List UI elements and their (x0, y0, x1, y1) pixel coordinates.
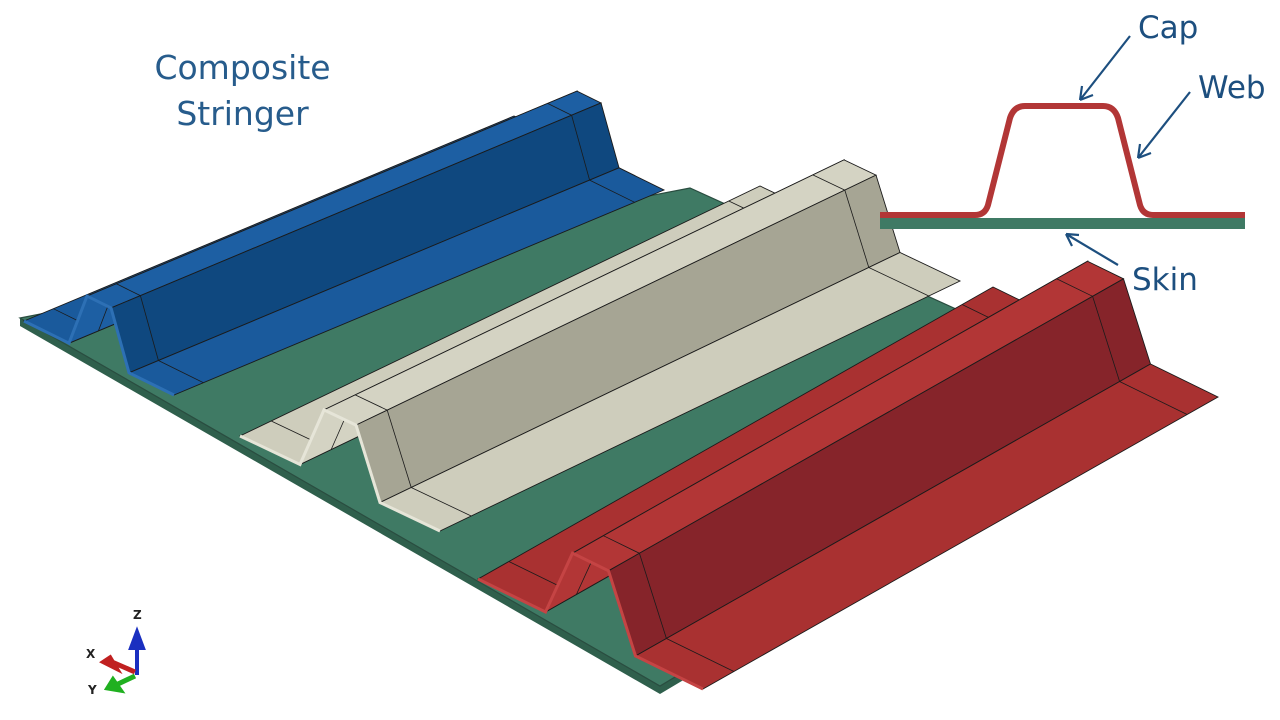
section-line (116, 283, 141, 296)
section-line (589, 179, 635, 203)
skin-label: Skin (1132, 262, 1198, 298)
x-axis-arrow (99, 654, 136, 675)
red-stringer-end-face (477, 551, 704, 691)
section-line (868, 267, 929, 297)
web-label: Web (1198, 70, 1266, 106)
blue-stringer (22, 90, 666, 397)
section-line (547, 103, 572, 116)
section-line (844, 189, 870, 268)
section-line (639, 553, 667, 639)
title-line-1: Composite (154, 48, 331, 87)
x-axis-label: X (86, 647, 96, 661)
axis-triad: Z X Y (86, 608, 146, 697)
title-line-2: Stringer (176, 94, 309, 133)
red-stringer (477, 260, 1219, 691)
y-axis-arrow (103, 673, 137, 694)
web-arrow (1136, 91, 1191, 160)
z-axis-label: Z (133, 608, 142, 622)
blue-stringer-end-face (23, 294, 175, 397)
inset-skin (880, 218, 1245, 229)
diagram-title: Composite Stringer (120, 45, 365, 137)
cross-section-inset (880, 35, 1245, 266)
section-line (140, 295, 159, 361)
white-stringer-end-face (239, 407, 441, 533)
skin-arrow (1065, 232, 1119, 266)
section-line (386, 409, 412, 488)
section-line (603, 535, 640, 554)
section-line (1056, 278, 1093, 297)
y-axis-label: Y (87, 683, 97, 697)
section-line (571, 115, 590, 181)
section-line (666, 638, 735, 672)
section-line (355, 394, 388, 411)
section-line (158, 360, 204, 384)
inset-stringer-profile (880, 103, 1245, 218)
section-line (411, 487, 472, 517)
section-line (1092, 296, 1120, 382)
white-stringer (238, 158, 962, 533)
cap-label: Cap (1138, 10, 1199, 46)
cap-arrow (1078, 35, 1131, 102)
z-axis-arrow (128, 626, 146, 675)
section-line (1119, 381, 1188, 415)
section-line (812, 174, 845, 191)
